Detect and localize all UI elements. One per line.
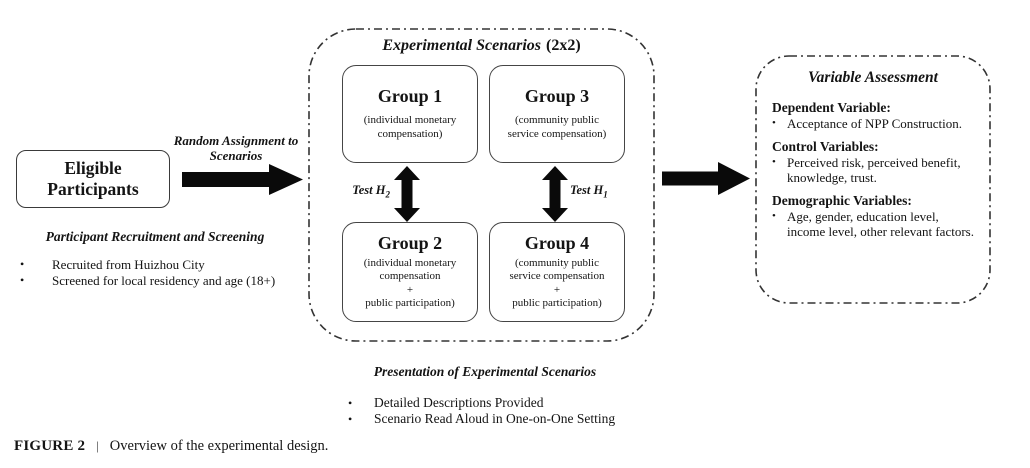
double-arrow-vertical-icon: [394, 166, 420, 222]
figure-caption: FIGURE 2 | Overview of the experimental …: [14, 438, 328, 455]
presentation-title: Presentation of Experimental Scenarios: [373, 364, 597, 379]
recruitment-bullet-list: • Recruited from Huizhou City • Screened…: [20, 257, 310, 288]
recruitment-bullet-text: Recruited from Huizhou City: [52, 257, 205, 272]
list-item: • Scenario Read Aloud in One-on-One Sett…: [348, 411, 648, 427]
group-desc-line: (community public: [514, 257, 599, 270]
test-h1-label: Test H1: [570, 183, 630, 200]
dependent-variable-bullet: Acceptance of NPP Construction.: [787, 116, 962, 131]
group-name: Group 3: [524, 86, 590, 107]
scenarios-title-main: Experimental Scenarios: [382, 37, 542, 54]
presentation-bullet-text: Scenario Read Aloud in One-on-One Settin…: [374, 411, 616, 426]
group-desc-line: +: [553, 283, 561, 296]
figure-caption-separator: |: [96, 438, 99, 453]
arrow-right-icon: [182, 164, 303, 195]
dependent-variable-heading: Dependent Variable:: [772, 100, 891, 115]
presentation-bullet-list: • Detailed Descriptions Provided • Scena…: [348, 395, 648, 427]
random-assignment-label: Random Assignment to Scenarios: [173, 133, 299, 163]
test-h2-text: Test H: [352, 183, 386, 197]
group-description: (community public service compensation +…: [510, 257, 605, 310]
figure-caption-text: Overview of the experimental design.: [109, 438, 329, 454]
dashed-border: [308, 28, 655, 342]
group-name: Group 2: [377, 233, 443, 254]
group-4-box: Group 4 (community public service compen…: [489, 222, 625, 322]
group-desc-line: (community public: [514, 114, 599, 127]
group-desc-line: public participation): [512, 296, 602, 309]
bullet-icon: •: [772, 117, 776, 129]
group-desc-line: service compensation: [509, 270, 605, 283]
bullet-icon: •: [20, 257, 25, 271]
variable-assessment-content: Dependent Variable: • Acceptance of NPP …: [772, 100, 978, 240]
group-description: (individual monetary compensation + publ…: [364, 257, 457, 310]
variable-assessment-panel: Variable Assessment Dependent Variable: …: [755, 55, 991, 304]
list-item: • Age, gender, education level, income l…: [772, 209, 978, 240]
recruitment-screening-title: Participant Recruitment and Screening: [45, 229, 265, 244]
test-h1-subscript: 1: [603, 189, 608, 200]
list-item: • Perceived risk, perceived benefit, kno…: [772, 155, 978, 186]
group-description: (individual monetary compensation): [364, 114, 457, 140]
control-variables-bullet: Perceived risk, perceived benefit, knowl…: [787, 154, 961, 186]
bullet-icon: •: [772, 209, 776, 222]
group-desc-line: (individual monetary: [363, 114, 457, 127]
test-h2-subscript: 2: [385, 189, 391, 200]
group-description: (community public service compensation): [508, 114, 607, 140]
group-desc-line: (individual monetary: [363, 257, 457, 270]
group-desc-line: +: [406, 283, 414, 296]
bullet-icon: •: [20, 272, 25, 287]
demographic-variables-heading: Demographic Variables:: [772, 192, 912, 208]
figure-caption-label: FIGURE 2: [14, 438, 86, 454]
eligible-participants-label: Eligible Participants: [47, 158, 139, 199]
list-item: • Acceptance of NPP Construction.: [772, 116, 978, 132]
group-1-box: Group 1 (individual monetary compensatio…: [342, 65, 478, 163]
group-desc-line: compensation: [379, 270, 441, 283]
group-name: Group 1: [377, 86, 443, 107]
recruitment-bullet-text: Screened for local residency and age (18…: [52, 272, 276, 288]
group-2-box: Group 2 (individual monetary compensatio…: [342, 222, 478, 322]
list-item: • Recruited from Huizhou City: [20, 257, 310, 273]
experimental-scenarios-panel: Experimental Scenarios(2x2) Group 1 (ind…: [308, 28, 655, 342]
dashed-border: [755, 55, 991, 304]
test-h1-text: Test H: [570, 183, 604, 197]
group-desc-line: service compensation): [507, 127, 607, 140]
group-desc-line: compensation): [377, 127, 443, 140]
presentation-bullet-text: Detailed Descriptions Provided: [374, 395, 544, 410]
group-desc-line: public participation): [365, 296, 455, 309]
group-name: Group 4: [524, 233, 590, 254]
list-item: • Detailed Descriptions Provided: [348, 395, 648, 411]
double-arrow-vertical-icon: [542, 166, 568, 222]
list-item: • Screened for local residency and age (…: [20, 273, 310, 289]
scenarios-title: Experimental Scenarios(2x2): [308, 37, 655, 55]
bullet-icon: •: [348, 396, 353, 410]
group-3-box: Group 3 (community public service compen…: [489, 65, 625, 163]
bullet-icon: •: [348, 412, 353, 426]
bullet-icon: •: [772, 155, 776, 168]
scenarios-title-suffix: (2x2): [546, 37, 581, 54]
demographic-variables-bullet: Age, gender, education level, income lev…: [787, 208, 974, 240]
arrow-right-icon: [662, 162, 750, 195]
variable-assessment-title: Variable Assessment: [808, 69, 938, 86]
test-h2-label: Test H2: [330, 183, 390, 200]
eligible-participants-box: Eligible Participants: [16, 150, 170, 208]
control-variables-heading: Control Variables:: [772, 138, 879, 154]
